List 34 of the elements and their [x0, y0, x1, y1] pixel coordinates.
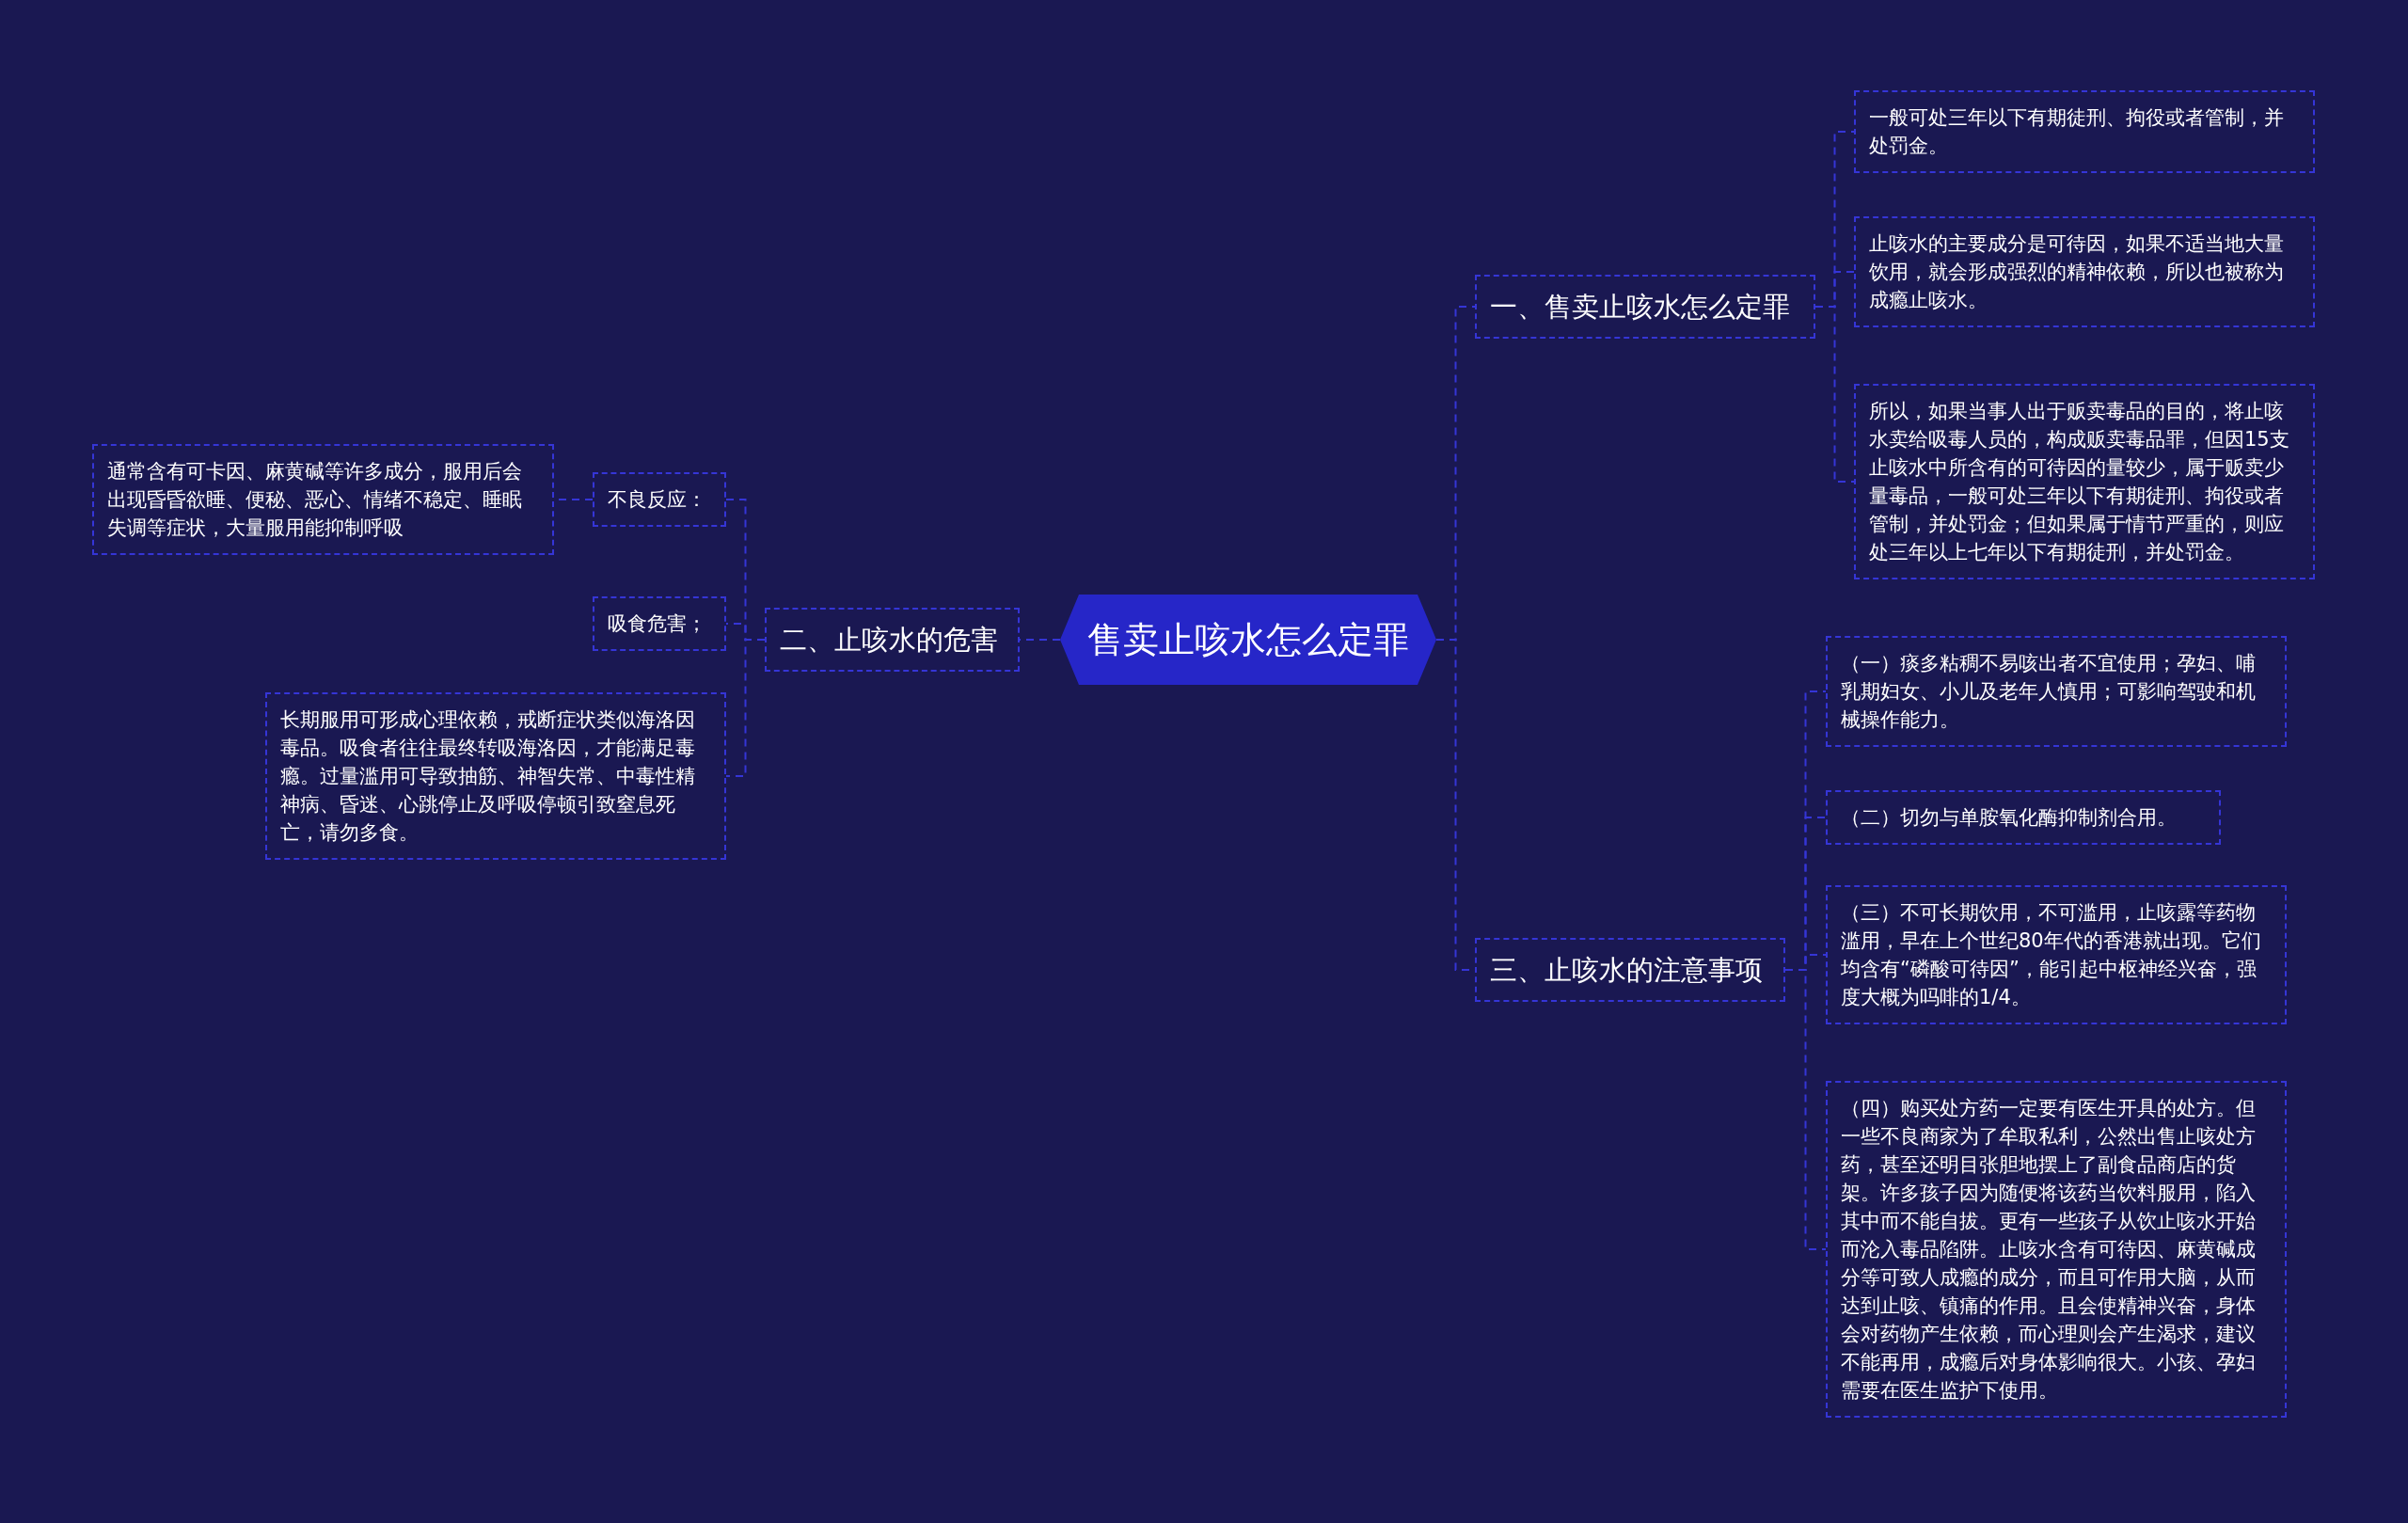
note-box — [593, 472, 726, 527]
note-text: （二）切勿与单胺氧化酶抑制剂合用。 — [1841, 806, 2177, 829]
note-box — [1854, 216, 2315, 327]
connector-line — [1814, 306, 1855, 483]
note-text: 吸食危害； — [608, 612, 706, 635]
topic-text: 一、售卖止咳水怎么定罪 — [1490, 291, 1790, 323]
note-text: 止咳水的主要成分是可待因，如果不适当地大量饮用，就会形成强烈的精神依赖，所以也被称为成瘾止咳水。 — [1869, 232, 2284, 311]
note-text: 不良反应： — [608, 488, 706, 511]
note-box — [1854, 90, 2315, 173]
connector-line — [725, 639, 766, 777]
note-text: （四）购买处方药一定要有医生开具的处方。但一些不良商家为了牟取私利，公然出售止咳处方药，甚至还明目张胆地摆上了副食品商店的货架。许多孩子因为随便将该药当饮料服用，陷入其中而不能自拔。更有一些孩子从饮止咳水开始而沦入毒品陷阱。止咳水含有可待因、麻黄碱成分等可致人成瘾的成分，而且可作用大脑，从而达到止咳、镇痛的作用。且会使精神兴奋，身体会对药物产生依赖，而心理则会产生渴求，建议不能再用，成瘾后对身体影响很大。小孩、孕妇需要在医生监护下使用。 — [1841, 1097, 2256, 1402]
topic-text: 三、止咳水的注意事项 — [1490, 954, 1763, 986]
note-box — [593, 596, 726, 651]
central-topic-hexagon — [1060, 595, 1436, 685]
note-box — [1854, 384, 2315, 579]
central-topic-text: 售卖止咳水怎么定罪 — [1087, 617, 1409, 662]
note-box — [1826, 636, 2287, 747]
note-box — [1826, 1081, 2287, 1418]
note-box — [92, 444, 554, 555]
note-text: 所以，如果当事人出于贩卖毒品的目的，将止咳水卖给吸毒人员的，构成贩卖毒品罪，但因15支止咳水中所含有的可待因的量较少，属于贩卖少量毒品，一般可处三年以下有期徒刑、拘役或者管制，并处罚金；但如果属于情节严重的，则应处三年以上七年以下有期徒刑，并处罚金。 — [1869, 400, 2289, 563]
topic-text: 二、止咳水的危害 — [780, 624, 998, 656]
note-text: 通常含有可卡因、麻黄碱等许多成分，服用后会出现昏昏欲睡、便秘、恶心、情绪不稳定、睡眠失调等症状，大量服用能抑制呼吸 — [107, 460, 522, 539]
topic-box — [765, 608, 1020, 672]
topic-box — [1475, 275, 1815, 339]
note-text: 一般可处三年以下有期徒刑、拘役或者管制，并处罚金。 — [1869, 106, 2284, 157]
note-text: （三）不可长期饮用，不可滥用，止咳露等药物滥用，早在上个世纪80年代的香港就出现。它们均含有“磷酸可待因”，能引起中枢神经兴奋，强度大概为吗啡的1/4。 — [1841, 901, 2261, 1008]
topic-box — [1475, 938, 1785, 1002]
note-box — [1826, 790, 2221, 845]
note-box — [1826, 885, 2287, 1024]
connector-line — [1784, 969, 1827, 1250]
note-box — [265, 692, 726, 860]
note-text: （一）痰多粘稠不易咳出者不宜使用；孕妇、哺乳期妇女、小儿及老年人慎用；可影响驾驶和机械操作能力。 — [1841, 652, 2256, 731]
connector-line — [1019, 639, 1061, 641]
note-text: 长期服用可形成心理依赖，戒断症状类似海洛因毒品。吸食者往往最终转吸海洛因，才能满足毒瘾。过量滥用可导致抽筋、神智失常、中毒性精神病、昏迷、心跳停止及呼吸停顿引致窒息死亡，请勿多食。 — [280, 708, 695, 844]
